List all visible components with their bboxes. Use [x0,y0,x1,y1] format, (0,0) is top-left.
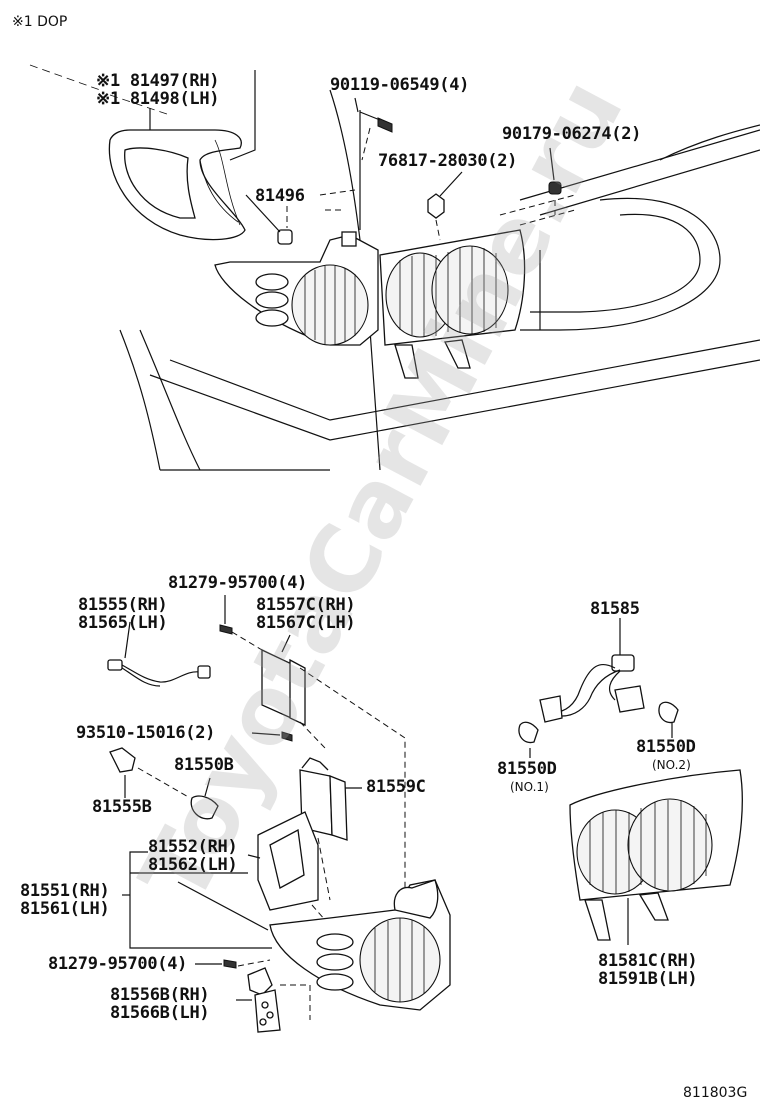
label-93510: 93510-15016(2) [76,723,216,743]
label-81279-lower: 81279-95700(4) [48,954,188,974]
rear-lamp-top-right [379,229,526,379]
note-no2: (NO.2) [652,758,691,772]
label-81496: 81496 [255,186,305,206]
clip-76817 [427,193,445,241]
label-81498: ※1 81498(LH) [96,89,220,109]
rear-lamp-81581c [569,769,743,945]
label-81591b: 81591B(LH) [598,969,698,989]
label-81566b: 81566B(LH) [110,1003,210,1023]
label-81279-upper: 81279-95700(4) [168,573,308,593]
label-81555: 81555(RH) [78,595,168,615]
rear-lamp-81551 [269,879,451,1011]
label-81555b: 81555B [92,797,152,817]
bracket-81551 [122,851,272,949]
label-81585: 81585 [590,599,640,619]
figure-code: 811803G [683,1085,748,1101]
label-81567c: 81567C(LH) [256,613,356,633]
label-81551: 81551(RH) [20,881,110,901]
bulb-socket-81555b [109,747,191,799]
screw-93510 [251,731,293,742]
leader-lines-top [149,97,576,233]
label-81556b: 81556B(RH) [110,985,210,1005]
wire-harness-81585 [539,618,645,723]
label-81562: 81562(LH) [148,855,238,875]
label-81550d-no2: 81550D [636,737,696,757]
bezel-ring-81497 [108,129,246,241]
circuit-board-81556b [236,967,311,1033]
bulb-81550d-no1 [518,721,539,758]
note-no1: (NO.1) [510,780,549,794]
screw-90119 [359,111,393,161]
gasket-81552 [247,811,326,921]
screw-81279-upper [219,595,233,635]
wire-harness-81555 [107,621,211,687]
bulb-81550d-no2 [658,701,679,738]
label-81550b: 81550B [174,755,234,775]
socket-81496 [277,206,293,245]
label-90119: 90119-06549(4) [330,75,470,95]
rear-lamp-top-left [214,231,379,346]
label-81561: 81561(LH) [20,899,110,919]
label-81552: 81552(RH) [148,837,238,857]
label-81550d-no1: 81550D [497,759,557,779]
label-81497: ※1 81497(RH) [96,71,220,91]
label-81581c: 81581C(RH) [598,951,698,971]
label-90179: 90179-06274(2) [502,124,642,144]
label-76817: 76817-28030(2) [378,151,518,171]
screw-81279-lower [195,959,271,969]
leader-lines-bottom [177,881,269,931]
plate-81557c [231,631,406,900]
label-81559c: 81559C [366,777,426,797]
nut-90179 [548,181,562,215]
dop-note: ※1 DOP [12,14,68,30]
bulb-81550b [190,777,219,820]
label-81557c: 81557C(RH) [256,595,356,615]
label-81565: 81565(LH) [78,613,168,633]
